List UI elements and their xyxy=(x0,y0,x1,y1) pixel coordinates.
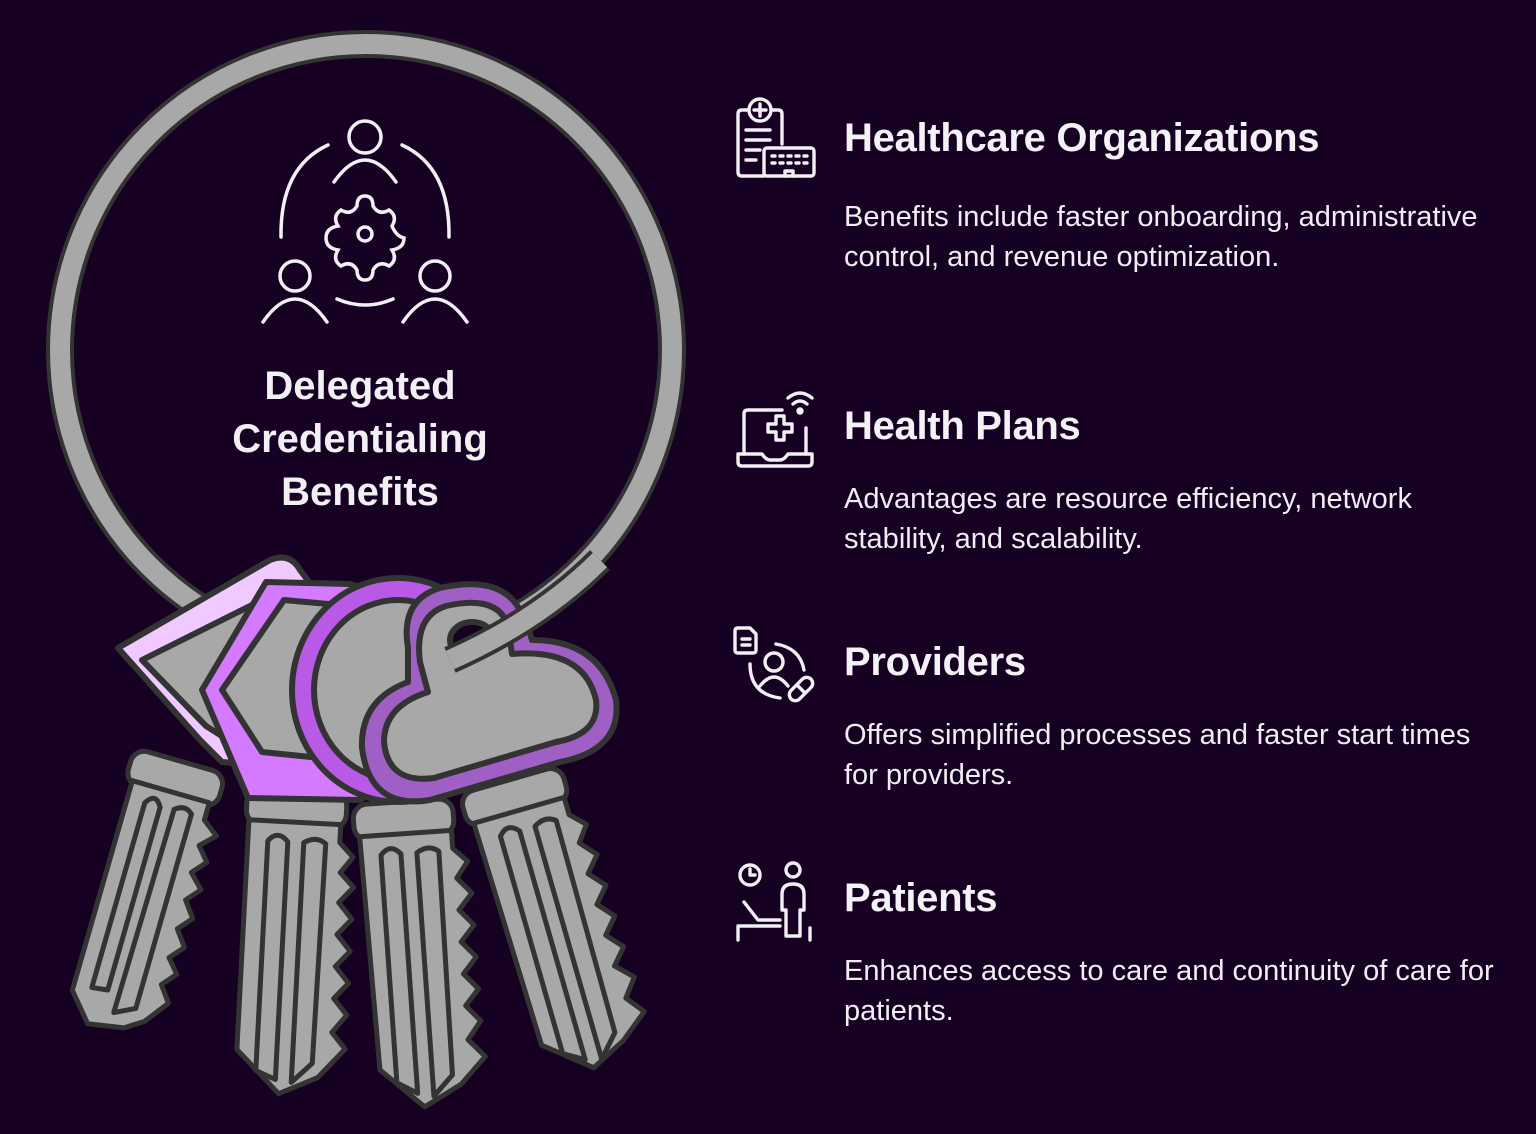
benefit-description: Enhances access to care and continuity o… xyxy=(844,955,1494,1027)
benefit-title: Health Plans xyxy=(844,404,1081,448)
benefit-title: Patients xyxy=(844,876,998,920)
benefit-title: Providers xyxy=(844,640,1026,684)
central-title-line-1: Delegated xyxy=(264,364,456,408)
benefit-description: Benefits include faster onboarding, admi… xyxy=(844,201,1478,273)
telehealth-laptop-icon xyxy=(736,391,814,468)
benefit-description: Advantages are resource efficiency, netw… xyxy=(844,483,1412,555)
key-tags xyxy=(115,554,620,805)
central-title: Delegated Credentialing Benefits xyxy=(190,360,530,519)
central-title-line-3: Benefits xyxy=(281,470,439,514)
keyring-illustration xyxy=(46,30,686,1110)
benefit-title: Healthcare Organizations xyxy=(844,116,1320,160)
keys xyxy=(69,748,647,1110)
benefit-description: Offers simplified processes and faster s… xyxy=(844,719,1471,791)
provider-document-pill-icon xyxy=(733,626,815,703)
team-collaboration-gear-icon xyxy=(261,119,469,324)
central-title-line-2: Credentialing xyxy=(232,417,488,461)
patient-waiting-clock-icon xyxy=(736,861,812,942)
hospital-clipboard-icon xyxy=(736,97,816,178)
tag-cloud xyxy=(358,581,620,805)
